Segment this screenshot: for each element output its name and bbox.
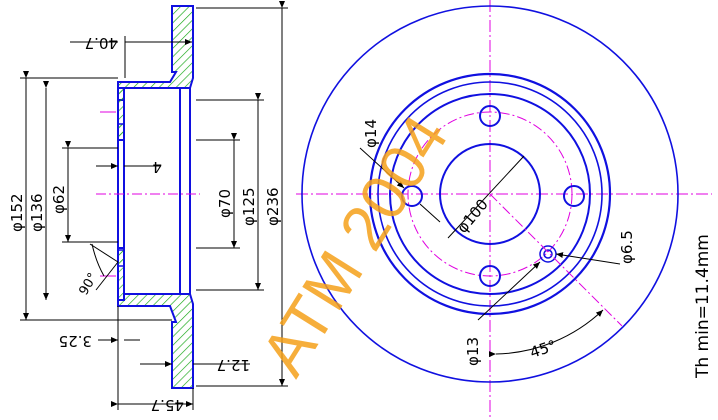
dim-t3-25: 3.25: [59, 332, 92, 350]
dim-t45-7: 45.7: [151, 396, 184, 414]
dim-d70: φ70: [216, 189, 234, 218]
section-view: [96, 5, 200, 389]
dim-a45: 45°: [528, 336, 559, 361]
thickness-min-label: Th min=11.4mm: [693, 234, 713, 379]
dim-d6-5: φ6.5: [618, 230, 636, 264]
dim-t12-7: 12.7: [217, 356, 250, 374]
dim-d136: φ136: [28, 193, 46, 232]
dim-d14: φ14: [362, 119, 380, 148]
dim-d152: φ152: [8, 193, 26, 232]
dim-t40-7: 40.7: [85, 34, 118, 52]
dim-d62: φ62: [50, 185, 68, 214]
section-lower: [117, 293, 194, 389]
dim-d236: φ236: [264, 187, 282, 226]
section-upper: [117, 5, 194, 101]
dim-t4: 4: [152, 158, 162, 176]
dim-a90: 90°: [76, 271, 101, 298]
dim-d13: φ13: [464, 337, 482, 366]
dim-d125: φ125: [240, 187, 258, 226]
front-dimensions: [359, 147, 621, 358]
front-view: [296, 0, 712, 420]
section-dimensions: [20, 1, 288, 410]
watermark: ATM 2004: [247, 103, 462, 388]
dim-d100: φ100: [453, 195, 492, 236]
